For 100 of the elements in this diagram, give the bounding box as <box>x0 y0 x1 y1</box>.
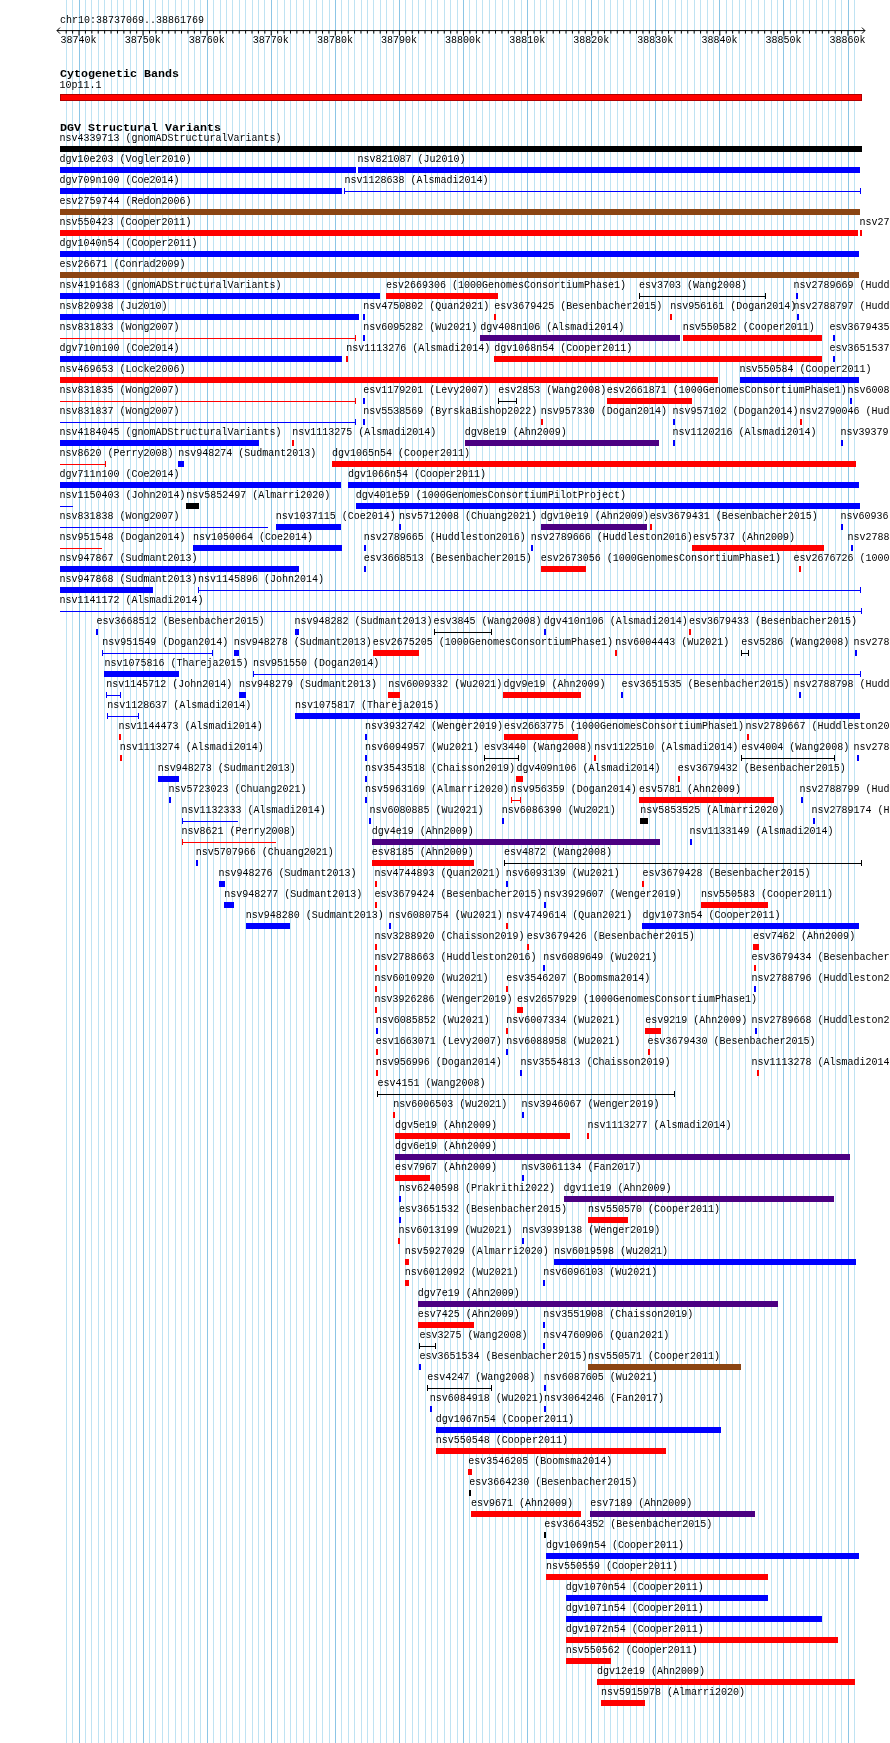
variant-label: dgv1066n54 (Cooper2011) <box>347 469 486 481</box>
variant-label: esv3440 (Wang2008) <box>484 742 593 754</box>
variant-label: esv3679432 (Besenbacher2015) <box>677 763 846 775</box>
variant-label: nsv5712008 (Chuang2021) <box>398 511 537 523</box>
variant-label: nsv951548 (Dogan2014) <box>59 532 186 544</box>
variant-label: esv3679434 (Besenbacher <box>751 952 890 964</box>
variant-label: nsv6006503 (Wu2021) <box>393 1099 508 1111</box>
variant-label: dgv1072n54 (Cooper2011) <box>565 1624 704 1636</box>
variant-label: nsv1150403 (John2014) <box>59 490 186 502</box>
tick-label: 38800k <box>445 35 482 47</box>
variant-label: dgv8e19 (Ahn2009) <box>464 427 567 439</box>
tick-label: 38790k <box>381 35 417 47</box>
variant-label: dgv709n100 (Coe2014) <box>59 175 180 187</box>
variant-label: esv3668512 (Besenbacher2015) <box>96 616 265 628</box>
variant-label: dgv9e19 (Ahn2009) <box>503 679 606 691</box>
variant-label: nsv947867 (Sudmant2013) <box>59 553 198 565</box>
variant-label: nsv278 <box>853 742 890 754</box>
variant-label: esv3679426 (Besenbacher2015) <box>526 931 695 943</box>
variant-label: nsv1113275 (Alsmadi2014) <box>292 427 437 439</box>
variant-label: dgv1067n54 (Cooper2011) <box>435 1414 574 1426</box>
variant-label: nsv5963169 (Almarri2020) <box>364 784 509 796</box>
variant-label: esv3651535 (Besenbacher2015) <box>621 679 790 691</box>
variant-label: nsv6088958 (Wu2021) <box>506 1036 621 1048</box>
variant-label: esv4004 (Wang2008) <box>741 742 850 754</box>
variant-label: nsv948278 (Sudmant2013) <box>233 637 372 649</box>
variant-label: nsv550583 (Cooper2011) <box>700 889 833 901</box>
variant-label: nsv2788797 (Hudd <box>793 301 890 313</box>
variant-label: nsv2789669 (Hudd <box>793 280 890 292</box>
variant-label: nsv948276 (Sudmant2013) <box>218 868 357 880</box>
variant-label: nsv8621 (Perry2008) <box>181 826 296 838</box>
variant-label: nsv5707966 (Chuang2021) <box>195 847 334 859</box>
band-label: 10p11.1 <box>59 80 102 92</box>
variant-label: esv3664230 (Besenbacher2015) <box>469 1477 638 1489</box>
variant-label: dgv711n100 (Coe2014) <box>59 469 180 481</box>
variant-label: nsv6086390 (Wu2021) <box>501 805 616 817</box>
variant-label: nsv3939138 (Wenger2019) <box>522 1225 661 1237</box>
variant-label: nsv948277 (Sudmant2013) <box>224 889 363 901</box>
variant-label: nsv831835 (Wong2007) <box>59 385 180 397</box>
variant-label: dgv11e19 (Ahn2009) <box>563 1183 672 1195</box>
variant-label: dgv12e19 (Ahn2009) <box>597 1666 706 1678</box>
variant-label: nsv2789668 (Huddleston2 <box>751 1015 890 1027</box>
variant-label: nsv8620 (Perry2008) <box>59 448 174 460</box>
variant-label: nsv3929607 (Wenger2019) <box>543 889 682 901</box>
variant-label: nsv278 <box>853 637 890 649</box>
variant-label: nsv2789666 (Huddleston2016) <box>530 532 693 544</box>
variant-label: nsv820938 (Ju2010) <box>59 301 168 313</box>
tick-label: 38860k <box>829 35 866 47</box>
variant-label: nsv1128638 (Alsmadi2014) <box>344 175 489 187</box>
variant-label: nsv831838 (Wong2007) <box>59 511 180 523</box>
variant-label: nsv956996 (Dogan2014) <box>375 1057 502 1069</box>
variant-label: esv3679430 (Besenbacher2015) <box>647 1036 816 1048</box>
variant-label: nsv4744893 (Quan2021) <box>374 868 501 880</box>
tick-label: 38750k <box>124 35 161 47</box>
variant-label: nsv1113278 (Alsmadi2014 <box>751 1057 890 1069</box>
variant-label: nsv3061134 (Fan2017) <box>521 1162 642 1174</box>
variant-label: esv3679424 (Besenbacher2015) <box>374 889 543 901</box>
variant-label: nsv1120216 (Alsmadi2014) <box>672 427 817 439</box>
variant-label: nsv4339713 (gnomADStructuralVariants) <box>59 133 282 145</box>
variant-label: esv8185 (Ahn2009) <box>371 847 474 859</box>
variant-label: nsv2788796 (Huddleston2 <box>751 973 890 985</box>
variant-label: esv3664352 (Besenbacher2015) <box>544 1519 713 1531</box>
variant-label: esv3679433 (Besenbacher2015) <box>689 616 857 628</box>
variant-label: nsv948273 (Sudmant2013) <box>157 763 296 775</box>
variant-label: nsv2788663 (Huddleston2016) <box>374 952 537 964</box>
variant-label: nsv469653 (Locke2006) <box>59 364 186 376</box>
variant-label: esv7189 (Ahn2009) <box>590 1498 693 1510</box>
tick-label: 38760k <box>188 35 225 47</box>
variant-label: nsv956359 (Dogan2014) <box>510 784 637 796</box>
variant-label: nsv5852497 (Almarri2020) <box>186 490 331 502</box>
variant-label: nsv1128637 (Alsmadi2014) <box>107 700 252 712</box>
variant-label: nsv1133149 (Alsmadi2014) <box>689 826 834 838</box>
variant-label: dgv1040n54 (Cooper2011) <box>59 238 198 250</box>
variant-label: nsv1075816 (Thareja2015) <box>104 658 249 670</box>
variant-label: nsv831833 (Wong2007) <box>59 322 180 334</box>
tick-label: 38780k <box>316 35 353 47</box>
variant-label: nsv1145896 (John2014) <box>198 574 325 586</box>
variant-label: nsv1113274 (Alsmadi2014) <box>119 742 264 754</box>
variant-label: esv3651537 <box>829 343 890 355</box>
variant-label: esv3679431 (Besenbacher2015) <box>649 511 818 523</box>
variant-label: nsv5927029 (Almarri2020) <box>404 1246 549 1258</box>
variant-label: dgv1069n54 (Cooper2011) <box>545 1540 684 1552</box>
variant-label: nsv27 <box>859 217 890 229</box>
variant-label: nsv947868 (Sudmant2013) <box>59 574 198 586</box>
variant-label: nsv821087 (Ju2010) <box>357 154 466 166</box>
variant-label: esv2663775 (1000GenomesConsortiumPhase1) <box>503 721 744 733</box>
tick-label: 38820k <box>573 35 610 47</box>
variant-label: nsv550571 (Cooper2011) <box>587 1351 720 1363</box>
variant-label: nsv4760906 (Quan2021) <box>543 1330 670 1342</box>
variant-label: esv3679428 (Besenbacher2015) <box>642 868 811 880</box>
variant-label: nsv6012092 (Wu2021) <box>404 1267 519 1279</box>
variant-label: nsv6080754 (Wu2021) <box>388 910 503 922</box>
variant-label: dgv710n100 (Coe2014) <box>59 343 180 355</box>
variant-label: nsv6008 <box>847 385 890 397</box>
variant-label: dgv1065n54 (Cooper2011) <box>332 448 471 460</box>
variant-label: nsv6080885 (Wu2021) <box>369 805 484 817</box>
variant-label: esv2657929 (1000GenomesConsortiumPhase1) <box>517 994 758 1006</box>
tick-label: 38740k <box>60 35 97 47</box>
variant-label: nsv550423 (Cooper2011) <box>59 217 192 229</box>
variant-label: nsv6085852 (Wu2021) <box>375 1015 490 1027</box>
variant-label: esv3845 (Wang2008) <box>433 616 542 628</box>
